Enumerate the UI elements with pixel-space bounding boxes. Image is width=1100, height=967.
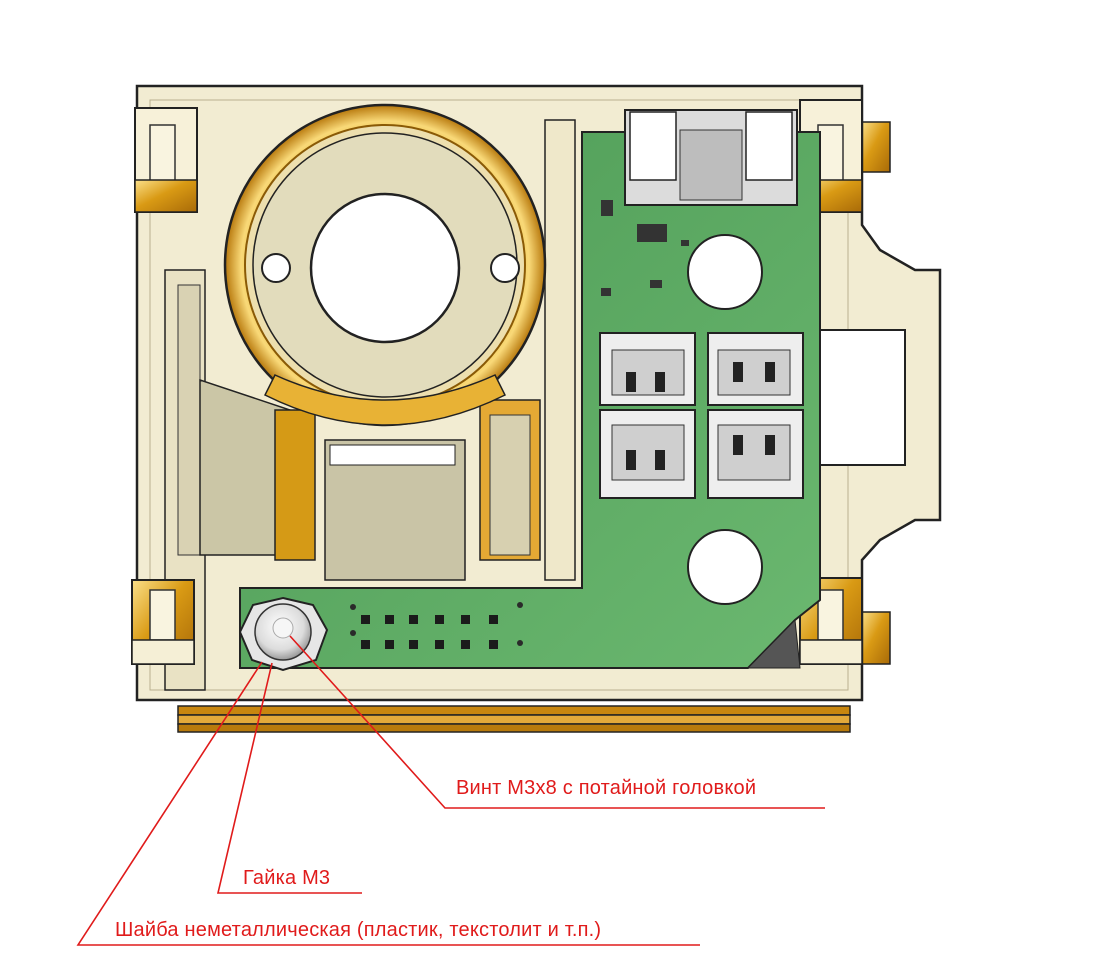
callout-screw-label: Винт М3х8 с потайной головкой	[456, 777, 757, 799]
washer-leader	[76, 661, 700, 946]
pin-header	[350, 602, 523, 649]
header-pin	[409, 640, 418, 649]
connector-3	[599, 409, 696, 499]
bottom-brackets	[131, 577, 863, 665]
connector-2	[707, 332, 804, 406]
header-pin	[489, 615, 498, 624]
fastener	[238, 596, 329, 672]
pcb-via	[350, 604, 356, 610]
callout-washer-label: Шайба неметаллическая (пластик, текстоли…	[115, 919, 602, 941]
nut-leader	[216, 662, 362, 894]
bottom-plates	[177, 705, 851, 733]
header-pin	[461, 615, 470, 624]
header-pin	[361, 615, 370, 624]
header-pin	[361, 640, 370, 649]
pcb-via	[517, 602, 523, 608]
screw-leader	[289, 635, 825, 809]
header-pin	[385, 615, 394, 624]
side-tabs	[861, 121, 891, 665]
header-pin	[435, 640, 444, 649]
header-pin	[461, 640, 470, 649]
callout-nut-label: Гайка М3	[243, 867, 331, 889]
pcb-via	[350, 630, 356, 636]
pcb-via	[517, 640, 523, 646]
jst-connectors	[599, 329, 906, 499]
connector-4	[707, 409, 804, 499]
pcb-board	[239, 109, 821, 669]
header-pin	[489, 640, 498, 649]
connector-1	[599, 332, 696, 406]
header-pin	[435, 615, 444, 624]
callout-lines	[76, 635, 825, 946]
header-pin	[409, 615, 418, 624]
header-pin	[385, 640, 394, 649]
gold-ring	[223, 103, 547, 427]
